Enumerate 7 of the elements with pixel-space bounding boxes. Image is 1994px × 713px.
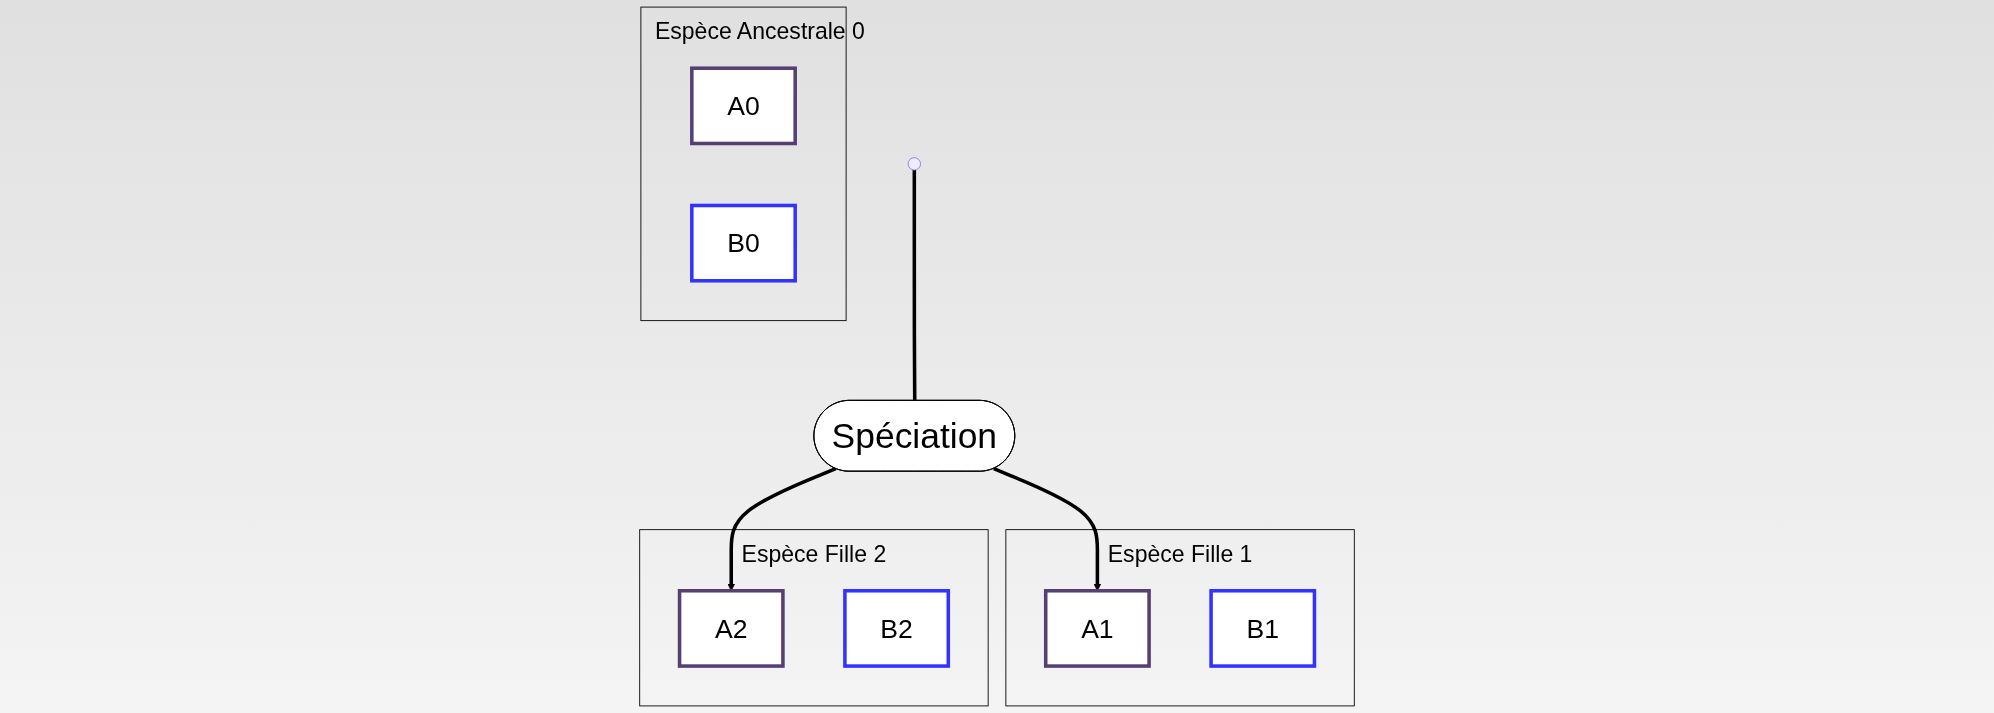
- node-box: A1: [1043, 589, 1151, 668]
- node-box: A2: [677, 589, 785, 668]
- connector: [912, 170, 917, 401]
- node-box: A0: [690, 66, 797, 146]
- node-box: B2: [843, 589, 951, 668]
- node-box: B0: [690, 203, 797, 283]
- node-box: B1: [1209, 589, 1317, 668]
